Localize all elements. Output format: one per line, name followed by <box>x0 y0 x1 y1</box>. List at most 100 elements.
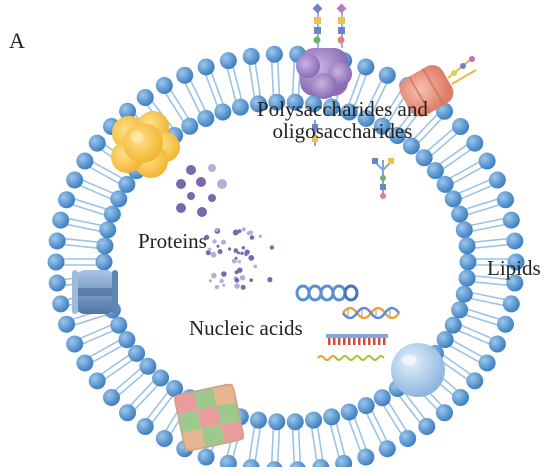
lipid-head <box>197 58 215 76</box>
protein-dot <box>234 283 240 289</box>
lipid-head <box>96 237 114 255</box>
lipid-head <box>507 253 525 271</box>
protein-dot <box>232 229 239 236</box>
lipid-head <box>340 103 358 121</box>
protein-dot <box>222 283 226 287</box>
lipid-head <box>502 211 520 229</box>
protein-dot <box>187 192 195 200</box>
protein-dot <box>231 258 237 264</box>
protein-dot <box>219 278 224 284</box>
purple-glycoprotein-icon <box>296 8 352 99</box>
protein-dots-icon <box>176 164 227 217</box>
proteins-label: Proteins <box>138 229 207 253</box>
protein-dot <box>214 284 220 290</box>
lipid-head <box>455 285 473 303</box>
glycan-chain-icon <box>372 158 394 199</box>
protein-dot <box>249 278 253 283</box>
glycan-chain-icon <box>447 56 477 85</box>
lipid-heads <box>47 45 525 472</box>
lipid-head <box>496 191 514 209</box>
lipid-head <box>219 454 237 472</box>
lipid-head <box>136 417 154 435</box>
channel-protein-icon <box>72 270 118 314</box>
protein-dot <box>208 194 216 202</box>
protein-dot <box>208 164 216 172</box>
lipid-head <box>76 152 94 170</box>
lipid-head <box>102 388 120 406</box>
lipid-head <box>66 335 84 353</box>
lipid-head <box>48 274 66 292</box>
protein-dot <box>244 252 248 257</box>
lipid-head <box>452 118 470 136</box>
lipid-head <box>340 403 358 421</box>
protein-dot <box>233 248 239 253</box>
protein-dot <box>196 177 206 187</box>
lipid-head <box>466 134 484 152</box>
protein-dot <box>211 272 217 279</box>
lipid-head <box>99 221 117 239</box>
rna-base <box>358 338 361 345</box>
lipid-head <box>58 315 76 333</box>
lipid-head <box>451 205 469 223</box>
protein-dot <box>237 267 243 273</box>
protein-dot <box>215 228 219 232</box>
lipid-head <box>436 331 454 349</box>
rna-base <box>343 338 346 345</box>
lipid-head <box>110 316 128 334</box>
lipid-head <box>268 413 286 431</box>
protein-dot <box>240 251 244 255</box>
lipid-head <box>219 52 237 70</box>
lipid-head <box>166 380 184 398</box>
lipid-head <box>415 149 433 167</box>
protein-dot <box>221 271 227 277</box>
protein-dot <box>217 249 223 255</box>
rna-base <box>348 338 351 345</box>
rna-strand-icon <box>317 355 385 361</box>
protein-dot <box>204 234 210 240</box>
dna-helix-icon <box>341 306 401 320</box>
sphere-protein-icon <box>391 343 445 397</box>
panel-letter: A <box>9 28 25 53</box>
lipid-head <box>103 205 121 223</box>
rna-base <box>368 338 371 345</box>
lipid-head <box>155 430 173 448</box>
nucleic-acids-label: Nucleic acids <box>189 316 303 340</box>
lipid-head <box>418 417 436 435</box>
protein-dot <box>210 251 217 258</box>
dna-helix-icon <box>295 284 359 302</box>
lipid-head <box>119 404 137 422</box>
protein-dot <box>234 277 240 283</box>
lipid-head <box>52 211 70 229</box>
lipid-head <box>444 190 462 208</box>
protein-dot <box>208 279 212 283</box>
lipid-head <box>458 237 476 255</box>
polysaccharides-label: Polysaccharides and oligosaccharides <box>257 98 428 142</box>
lipid-head <box>128 344 146 362</box>
lipid-head <box>66 171 84 189</box>
protein-dot <box>176 179 186 189</box>
glycan-chain-icon <box>312 3 347 44</box>
lipid-head <box>459 253 477 271</box>
lipid-head <box>455 221 473 239</box>
polysaccharides-label-line1: Polysaccharides and <box>257 97 428 121</box>
protein-dot <box>241 227 246 232</box>
lipid-head <box>502 295 520 313</box>
lipid-head <box>58 191 76 209</box>
protein-dot <box>267 277 273 283</box>
lipid-head <box>458 269 476 287</box>
glycan-chain-icon <box>312 120 318 146</box>
protein-dot <box>246 231 251 236</box>
rna-base <box>363 338 366 345</box>
lipid-head <box>286 93 304 111</box>
rna-base <box>333 338 336 345</box>
lipid-head <box>506 274 524 292</box>
protein-dot <box>237 251 240 255</box>
protein-dot <box>205 250 211 256</box>
protein-dot <box>269 245 275 250</box>
lipid-head <box>436 175 454 193</box>
lipid-head <box>249 95 267 113</box>
lipid-head <box>286 413 304 431</box>
lipid-head <box>496 315 514 333</box>
